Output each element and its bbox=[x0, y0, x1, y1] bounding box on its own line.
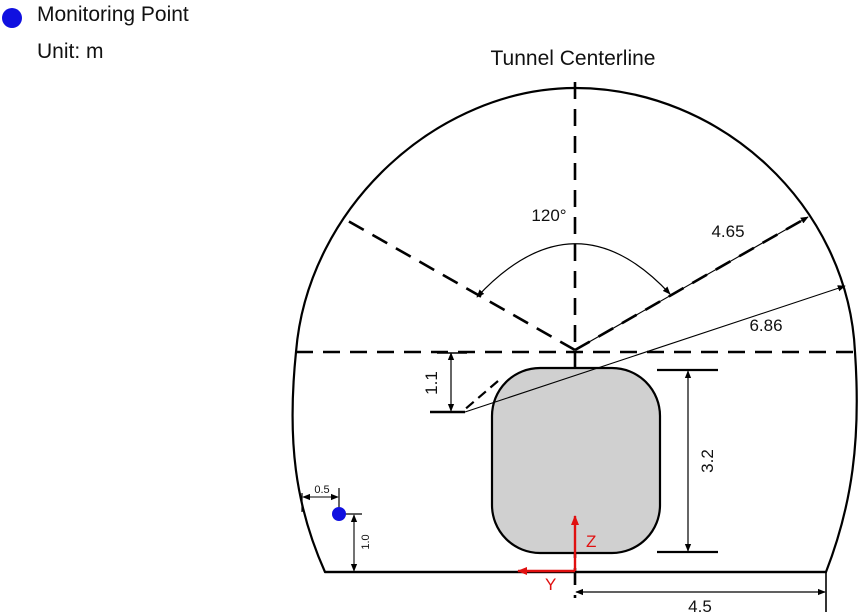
height-label: 3.2 bbox=[698, 449, 717, 473]
half-width-label: 4.5 bbox=[688, 597, 712, 616]
z-axis-label: Z bbox=[586, 532, 596, 551]
unit-label: Unit: m bbox=[37, 40, 104, 63]
radius-outer-line bbox=[464, 285, 846, 413]
legend: Monitoring Point Unit: m bbox=[0, 0, 300, 80]
radius-outer-label: 6.86 bbox=[749, 316, 782, 335]
radius-inner-arrow bbox=[574, 216, 809, 351]
monitoring-point bbox=[332, 507, 346, 521]
offset-line bbox=[462, 380, 499, 412]
tunnel-centerline-label: Tunnel Centerline bbox=[491, 47, 656, 70]
radial-line-left bbox=[340, 215, 576, 352]
point-offset-label: 0.5 bbox=[314, 484, 329, 496]
angle-arc bbox=[476, 243, 671, 298]
offset-label: 1.1 bbox=[422, 371, 441, 395]
monitoring-point-legend-label: Monitoring Point bbox=[37, 3, 189, 26]
radius-inner-label: 4.65 bbox=[711, 222, 744, 241]
point-height-label: 1.0 bbox=[360, 534, 372, 549]
y-axis-label: Y bbox=[545, 575, 556, 594]
angle-label: 120° bbox=[531, 206, 566, 225]
monitoring-point-legend-icon bbox=[2, 8, 22, 28]
